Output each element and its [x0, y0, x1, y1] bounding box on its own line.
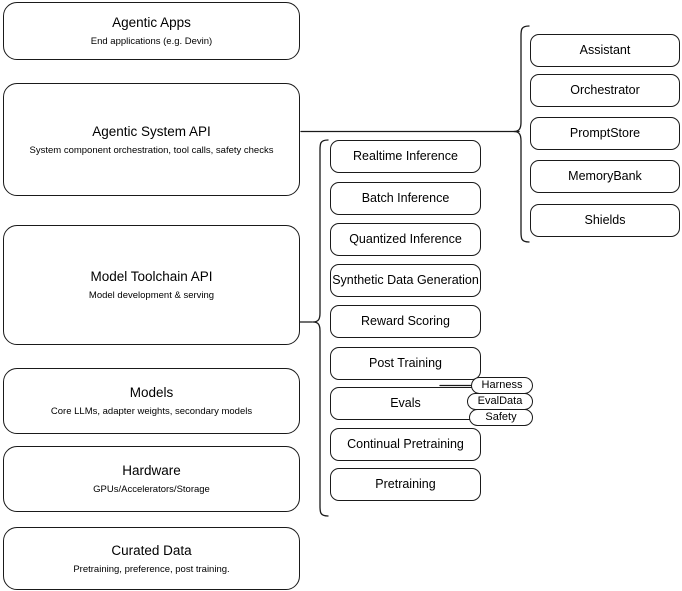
chip-label: Batch Inference — [361, 191, 450, 205]
chip-label: Reward Scoring — [361, 314, 450, 328]
chip-quantized-inference[interactable]: Quantized Inference — [330, 223, 481, 256]
pill-evaldata[interactable]: EvalData — [467, 393, 533, 410]
chip-label: Synthetic Data Generation — [332, 273, 479, 287]
layer-subtitle: Core LLMs, adapter weights, secondary mo… — [50, 406, 253, 417]
chip-assistant[interactable]: Assistant — [530, 34, 680, 67]
chip-label: Continual Pretraining — [347, 437, 464, 451]
chip-synthetic-data-generation[interactable]: Synthetic Data Generation — [330, 264, 481, 297]
layer-subtitle: System component orchestration, tool cal… — [29, 144, 274, 156]
chip-label: PromptStore — [569, 126, 641, 140]
layer-title: Hardware — [122, 463, 181, 478]
chip-promptstore[interactable]: PromptStore — [530, 117, 680, 150]
layer-subtitle: End applications (e.g. Devin) — [90, 36, 213, 47]
pill-safety[interactable]: Safety — [469, 409, 533, 426]
layer-agentic-apps[interactable]: Agentic Apps End applications (e.g. Devi… — [3, 2, 300, 60]
layer-hardware[interactable]: Hardware GPUs/Accelerators/Storage — [3, 446, 300, 512]
layer-title: Curated Data — [111, 542, 192, 558]
layer-subtitle: GPUs/Accelerators/Storage — [93, 484, 210, 495]
layer-subtitle: Model development & serving — [88, 290, 215, 301]
chip-label: Assistant — [579, 43, 631, 57]
layer-model-toolchain-api[interactable]: Model Toolchain API Model development & … — [3, 225, 300, 345]
chip-label: MemoryBank — [568, 169, 642, 183]
layer-title: Models — [129, 385, 174, 400]
chip-label: Pretraining — [375, 477, 436, 491]
layer-curated-data[interactable]: Curated Data Pretraining, preference, po… — [3, 527, 300, 590]
chip-label: Quantized Inference — [349, 232, 462, 246]
chip-batch-inference[interactable]: Batch Inference — [330, 182, 481, 215]
layer-title: Agentic System API — [92, 123, 211, 139]
chip-orchestrator[interactable]: Orchestrator — [530, 74, 680, 107]
chip-label: Evals — [390, 396, 421, 410]
chip-evals[interactable]: Evals — [330, 387, 481, 420]
layer-title: Model Toolchain API — [90, 269, 213, 284]
chip-label: Shields — [584, 213, 626, 227]
layer-subtitle: Pretraining, preference, post training. — [73, 563, 230, 575]
chip-memorybank[interactable]: MemoryBank — [530, 160, 680, 193]
brace-agentic-system-components — [513, 25, 530, 243]
chip-label: Post Training — [369, 356, 442, 370]
brace-model-toolchain-components — [312, 139, 329, 517]
layer-title: Agentic Apps — [112, 15, 191, 30]
chip-continual-pretraining[interactable]: Continual Pretraining — [330, 428, 481, 461]
chip-label: Realtime Inference — [353, 149, 458, 163]
layer-agentic-system-api[interactable]: Agentic System API System component orch… — [3, 83, 300, 196]
pill-harness[interactable]: Harness — [471, 377, 533, 394]
chip-pretraining[interactable]: Pretraining — [330, 468, 481, 501]
chip-label: Orchestrator — [570, 83, 640, 97]
chip-realtime-inference[interactable]: Realtime Inference — [330, 140, 481, 173]
chip-shields[interactable]: Shields — [530, 204, 680, 237]
chip-post-training[interactable]: Post Training — [330, 347, 481, 380]
layer-models[interactable]: Models Core LLMs, adapter weights, secon… — [3, 368, 300, 434]
chip-reward-scoring[interactable]: Reward Scoring — [330, 305, 481, 338]
